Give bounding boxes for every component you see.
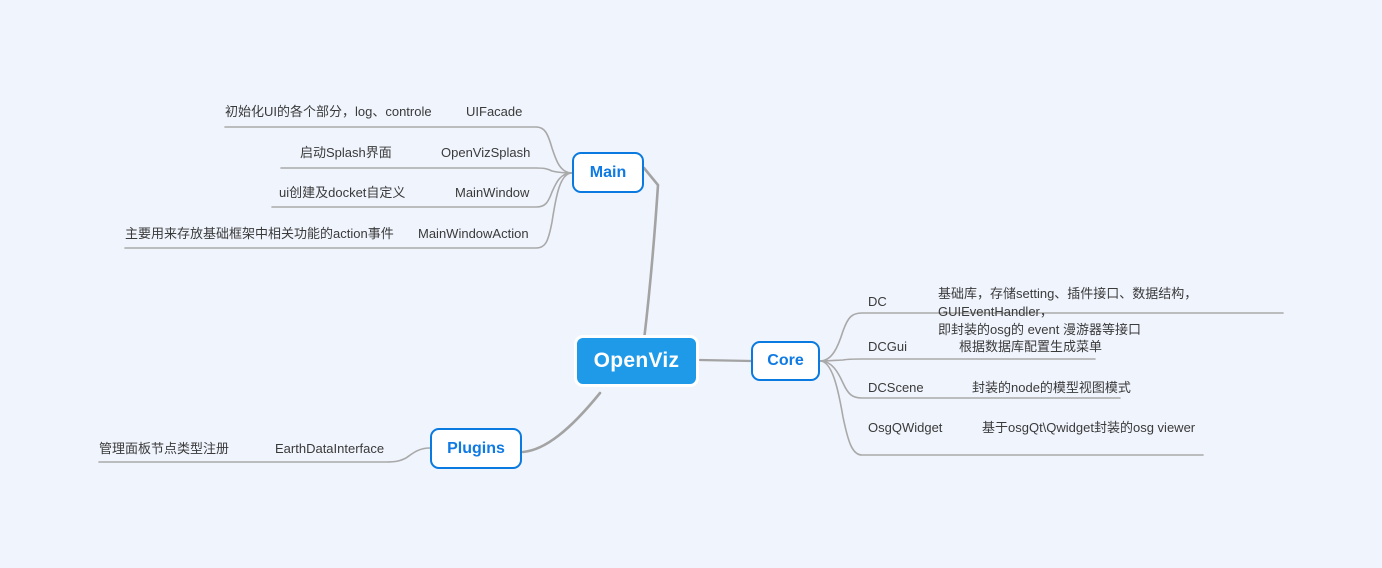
branch-node-core[interactable]: Core [751, 341, 820, 381]
branch-node-main[interactable]: Main [572, 152, 644, 193]
branch-node-core-label: Core [767, 352, 804, 369]
link-core-osgqwidget [819, 360, 1204, 456]
leaf-main-mainwindow-name: MainWindow [455, 185, 530, 200]
branch-node-main-label: Main [589, 163, 627, 181]
leaf-main-openvizsplash-name: OpenVizSplash [441, 145, 531, 160]
leaf-plugins-earthdatainterface-name: EarthDataInterface [275, 441, 385, 456]
leaf-plugins-earthdatainterface-desc: 管理面板节点类型注册 [99, 441, 230, 456]
leaf-main-mainwindow-desc: ui创建及docket自定义 [279, 185, 406, 200]
leaf-main-uifacade-name: UIFacade [466, 104, 523, 119]
leaf-core-dcscene-name: DCScene [868, 380, 924, 395]
leaf-core-osgqwidget-name: OsgQWidget [868, 420, 943, 435]
leaf-core-osgqwidget-desc: 基于osgQt\Qwidget封装的osg viewer [982, 420, 1196, 435]
leaf-core-dcgui-desc: 根据数据库配置生成菜单 [959, 339, 1103, 354]
leaf-core-dc-name: DC [868, 294, 887, 309]
link-main-splash [280, 167, 573, 174]
leaf-core-dcscene-desc: 封装的node的模型视图模式 [972, 380, 1131, 395]
link-core-dcgui [819, 358, 1096, 362]
leaf-core-dcgui-name: DCGui [868, 339, 908, 354]
branch-node-plugins-label: Plugins [447, 439, 505, 457]
link-root-core [698, 358, 753, 363]
leaf-main-uifacade-desc: 初始化UI的各个部分，log、controle [225, 104, 432, 119]
root-node-label: OpenViz [593, 349, 680, 372]
leaf-main-mainwindowaction-name: MainWindowAction [418, 226, 529, 241]
leaf-main-openvizsplash-desc: 启动Splash界面 [300, 145, 392, 160]
link-root-main [642, 166, 660, 342]
link-root-plugins [521, 391, 602, 454]
root-node-openviz[interactable]: OpenViz [574, 335, 699, 387]
leaf-core-dc-desc: 基础库，存储setting、插件接口、数据结构，GUIEventHandler，… [938, 286, 1198, 337]
branch-node-plugins[interactable]: Plugins [430, 428, 522, 469]
leaf-main-mainwindowaction-desc: 主要用来存放基础框架中相关功能的action事件 [125, 226, 394, 241]
